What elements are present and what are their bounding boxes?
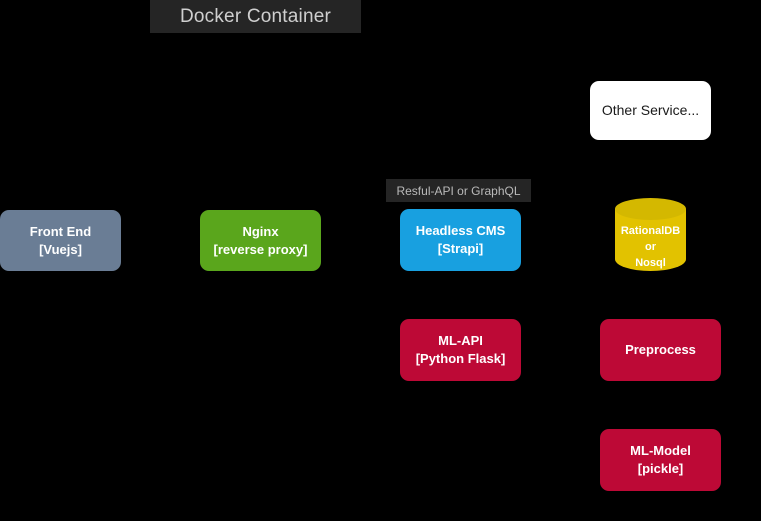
node-front-end-subtitle: [Vuejs] [39,241,82,257]
node-database-line-2: or [645,240,656,253]
node-ml-api[interactable]: ML-API [Python Flask] [400,319,521,381]
node-ml-api-title: ML-API [438,333,483,349]
database-cylinder-top [615,198,686,220]
node-ml-api-subtitle: [Python Flask] [415,351,506,366]
node-preprocess-title: Preprocess [625,342,696,358]
node-ml-model-subtitle: [pickle] [637,461,684,476]
node-database-line-3: Nosql [635,256,666,269]
node-other-service-label: Other Service... [601,102,700,119]
node-database-line-1: RationalDB [620,225,681,237]
node-headless-cms-subtitle: [Strapi] [437,241,484,256]
node-ml-model-title: ML-Model [630,443,691,459]
edge-label-api-protocol: Resful-API or GraphQL [386,179,531,202]
node-database-cylinder[interactable]: RationalDB or Nosql [615,198,686,282]
node-headless-cms[interactable]: Headless CMS [Strapi] [400,209,521,271]
node-preprocess[interactable]: Preprocess [600,319,721,381]
node-nginx-title: Nginx [242,223,279,239]
database-cylinder-label-group: RationalDB or Nosql [615,220,686,282]
node-nginx-subtitle: [reverse proxy] [213,241,308,257]
node-front-end-title: Front End [29,223,92,239]
node-headless-cms-title: Headless CMS [415,223,506,239]
edge-label-api-protocol-text: Resful-API or GraphQL [396,183,521,198]
docker-container-title: Docker Container [179,5,332,27]
node-nginx[interactable]: Nginx [reverse proxy] [200,210,321,271]
docker-container-title-bar: Docker Container [150,0,361,33]
node-front-end[interactable]: Front End [Vuejs] [0,210,121,271]
node-ml-model[interactable]: ML-Model [pickle] [600,429,721,491]
node-other-service[interactable]: Other Service... [590,81,711,140]
